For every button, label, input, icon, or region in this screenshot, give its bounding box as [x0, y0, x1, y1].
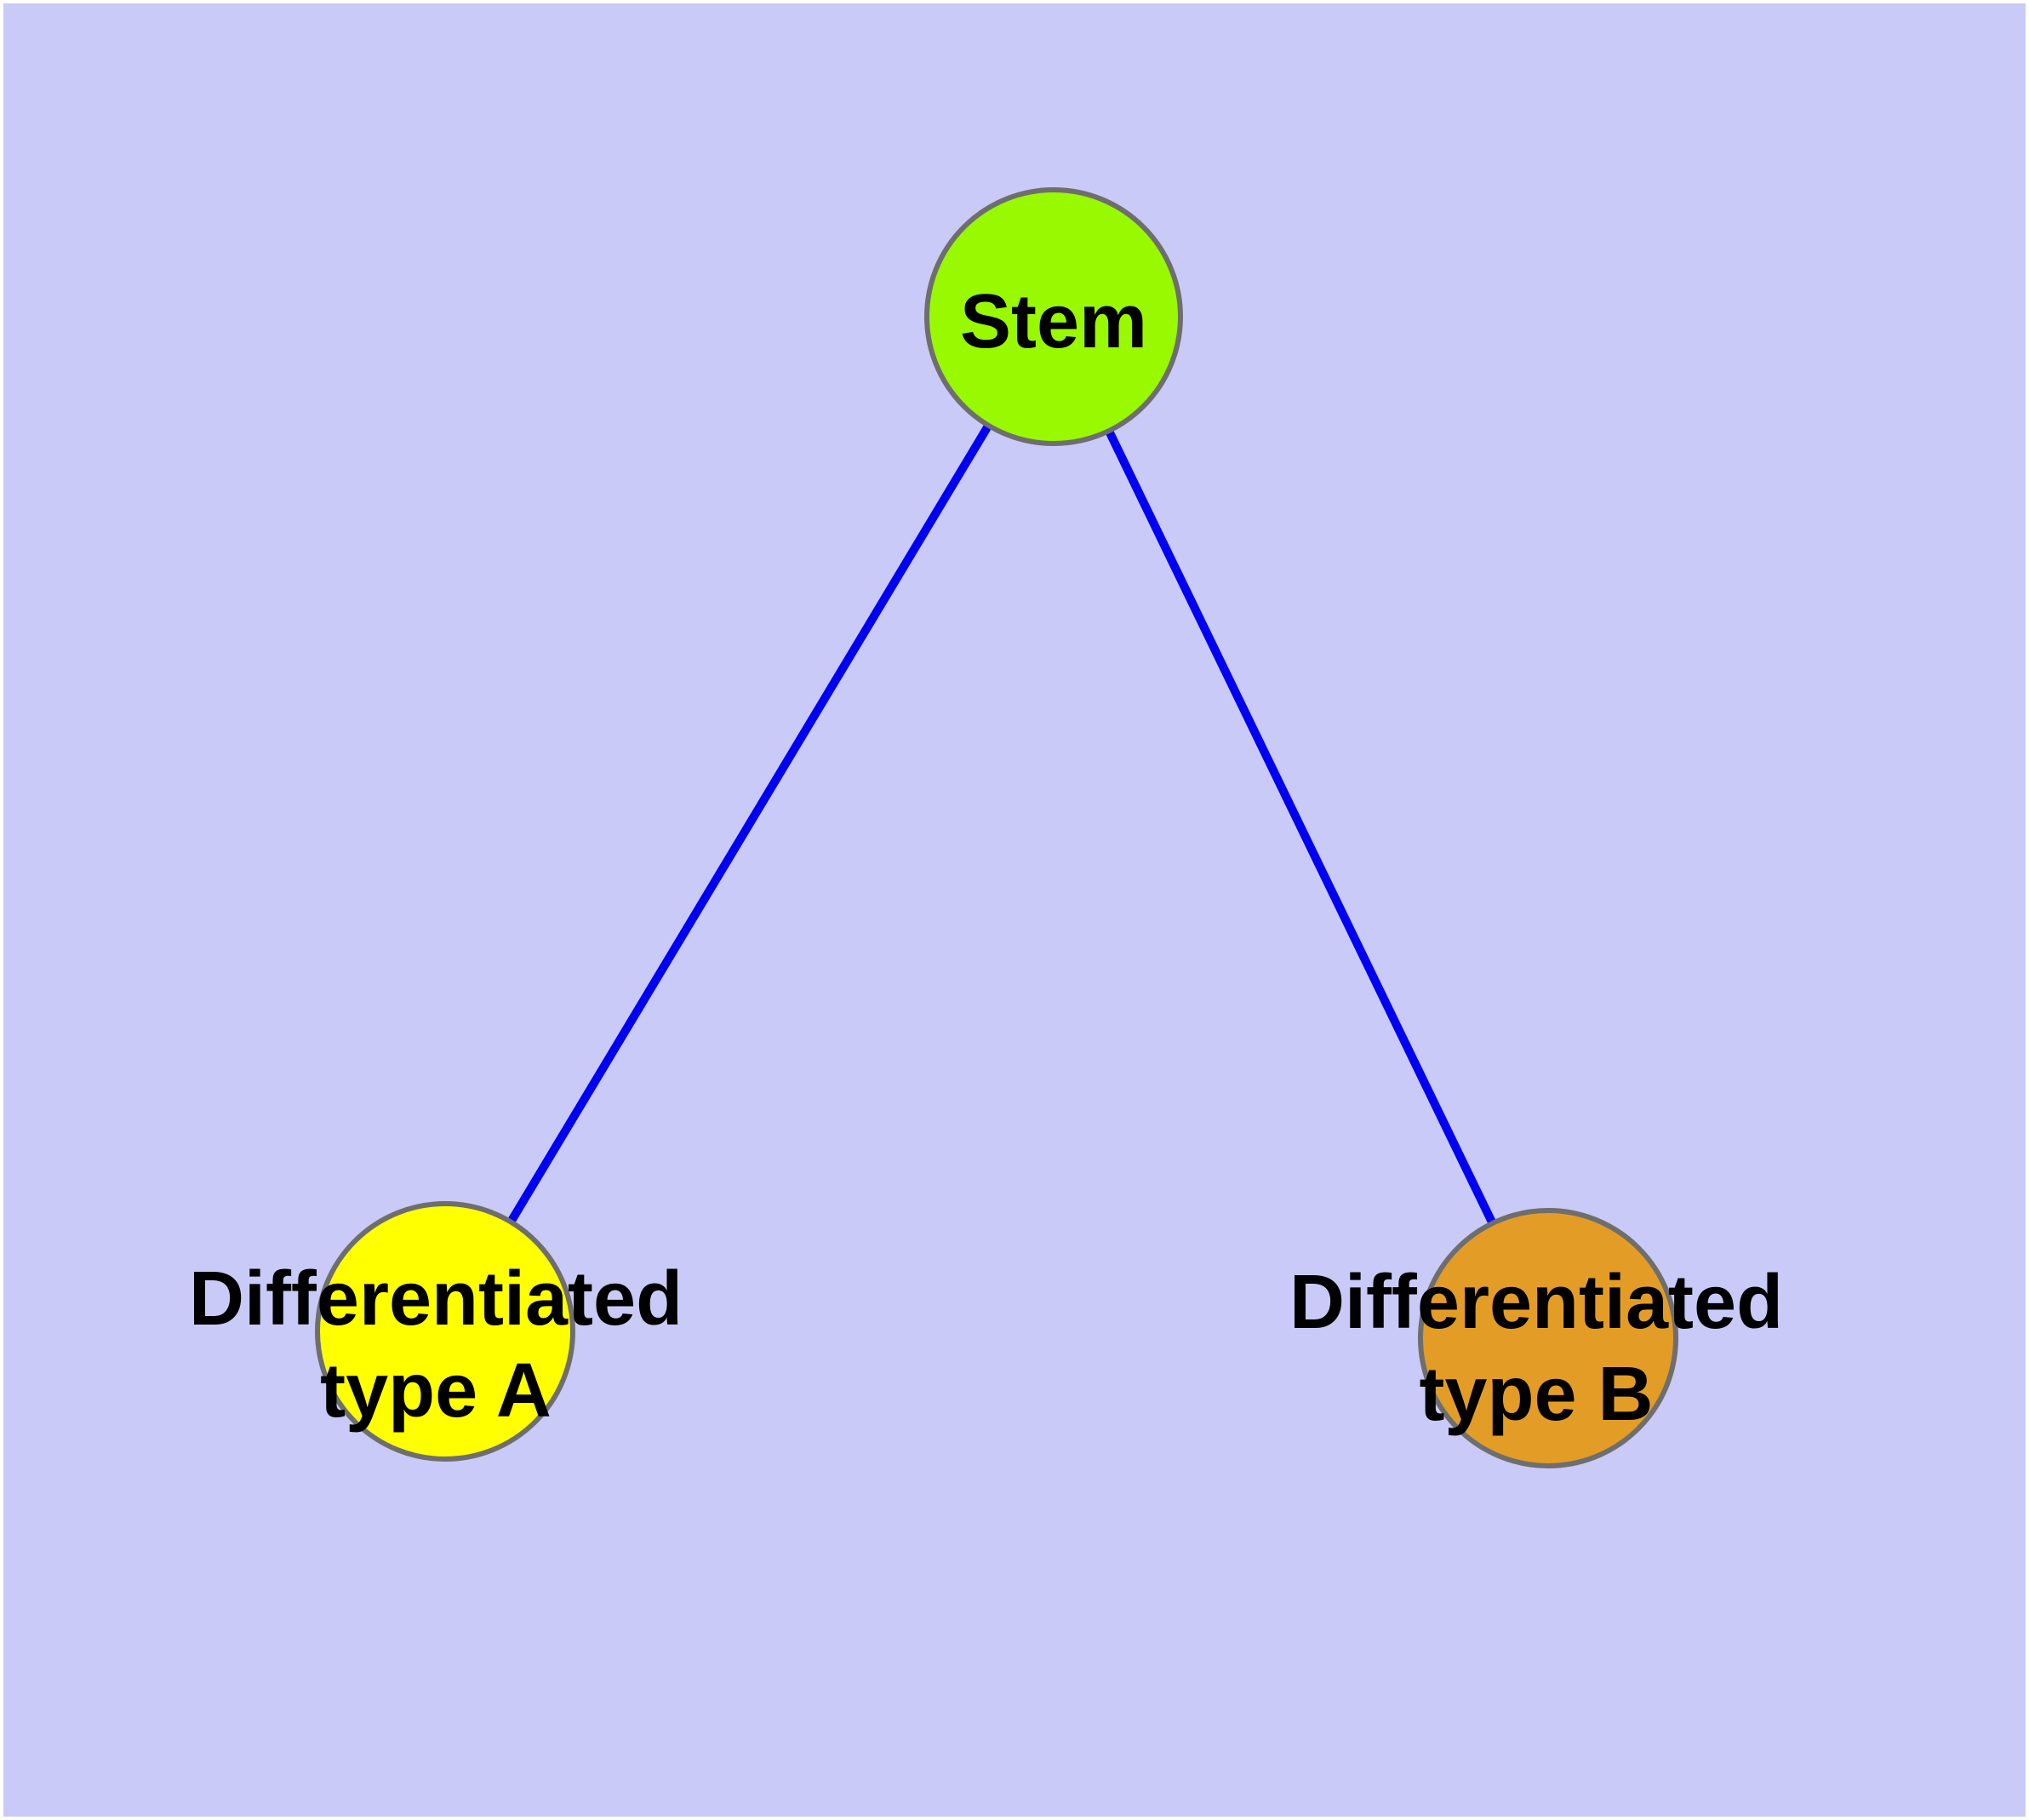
edge-stem-to-type-a [441, 314, 1058, 1334]
node-stem-circle [924, 187, 1183, 446]
node-type-b-label: Differentiated type B [1289, 1256, 1783, 1440]
node-type-a-label-line1: Differentiated [188, 1256, 683, 1342]
node-type-a-circle [315, 1201, 575, 1462]
node-type-b-circle [1418, 1208, 1678, 1468]
node-type-b-label-line2: type B [1419, 1352, 1654, 1437]
node-type-a-label-line2: type A [320, 1348, 552, 1434]
node-type-b-label-line1: Differentiated [1289, 1260, 1784, 1345]
node-type-a-label: Differentiated type A [189, 1253, 683, 1437]
node-stem-label: Stem [959, 279, 1148, 364]
edge-stem-to-type-b [1049, 314, 1552, 1341]
